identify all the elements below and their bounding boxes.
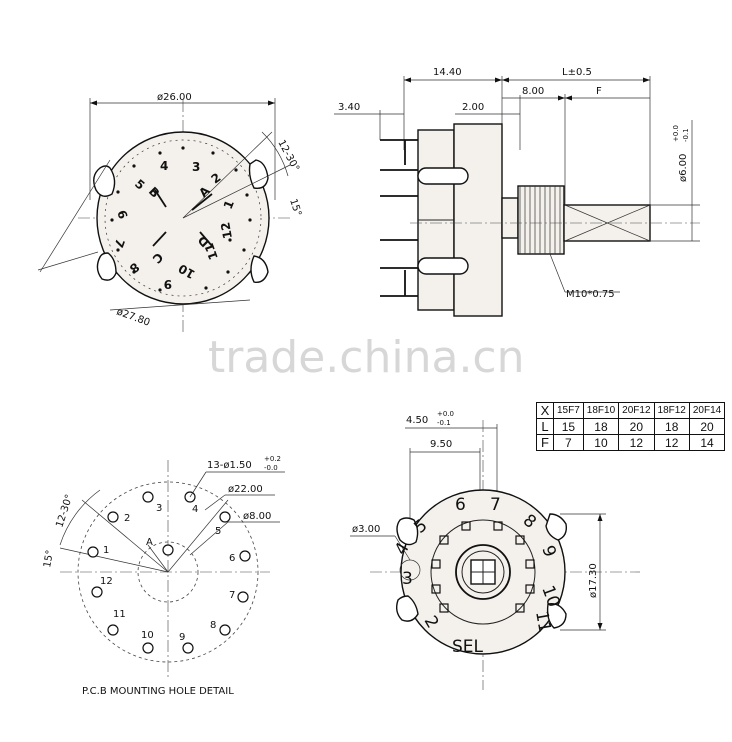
side-shaft-dia: ø6.00 <box>678 154 689 182</box>
pcb-hole-4: 4 <box>192 504 198 515</box>
side-thread-label: M10*0.75 <box>566 289 615 300</box>
front-view: ø26.00 12-30° 15° ø27.80 1 <box>37 92 303 335</box>
rear-terminal-11: 11 <box>531 609 554 634</box>
front-terminal-9: 9 <box>164 277 172 291</box>
table-cell: 15 <box>553 418 584 435</box>
front-angle-label: 12-30° <box>275 138 301 173</box>
table-cell: 18F12 <box>653 402 690 419</box>
pcb-hole-10: 10 <box>141 630 154 641</box>
table-cell: F <box>536 434 554 451</box>
side-dim-shaft: L±0.5 <box>562 67 592 78</box>
rear-view: 4.50 +0.0 -0.1 9.50 ø3.00 <box>350 410 640 690</box>
side-view: 14.40 L±0.5 3.40 2.00 8.00 F <box>334 67 700 317</box>
front-terminal-3: 3 <box>192 160 200 174</box>
rear-key-tol-bot: -0.1 <box>437 419 451 427</box>
pcb-dia22-label: ø22.00 <box>228 484 263 495</box>
side-dim-body: 14.40 <box>433 67 462 78</box>
spec-table: X 15F7 18F10 20F12 18F12 20F14 L 15 18 2… <box>536 402 726 451</box>
table-cell: 18F10 <box>582 402 620 419</box>
rear-terminal-6: 6 <box>455 495 466 515</box>
table-row: F 7 10 12 12 14 <box>536 434 726 451</box>
pcb-hole-9: 9 <box>179 632 185 643</box>
pcb-hole-8: 8 <box>210 620 216 631</box>
table-cell: 12 <box>653 434 690 451</box>
side-dim-flat: F <box>596 86 602 97</box>
rear-dim-height: ø17.30 <box>588 563 599 598</box>
pcb-hole-1: 1 <box>103 545 109 556</box>
rear-terminal-7: 7 <box>490 495 501 515</box>
side-dim-offset: 3.40 <box>338 102 360 113</box>
front-outer-diameter-label: ø27.80 <box>115 306 151 328</box>
pcb-hole-11: 11 <box>113 609 126 620</box>
side-shaft-tol-bot: -0.1 <box>682 128 690 142</box>
pcb-caption: P.C.B MOUNTING HOLE DETAIL <box>82 686 234 697</box>
pcb-holes-tol-bot: -0.0 <box>264 464 278 472</box>
side-shaft-tol-top: +0.0 <box>672 125 680 142</box>
table-cell: 10 <box>582 434 620 451</box>
pcb-hole-center: A <box>146 537 153 548</box>
pcb-view: 1 2 3 4 5 6 7 8 9 10 11 12 A 13-ø1.50 +0… <box>42 455 285 697</box>
table-cell: 20F12 <box>618 402 655 419</box>
table-cell: 18 <box>653 418 690 435</box>
rear-key-tol-top: +0.0 <box>437 410 454 418</box>
pcb-hole-12: 12 <box>100 576 113 587</box>
table-cell: 20F14 <box>688 402 726 419</box>
table-cell: 7 <box>553 434 584 451</box>
pcb-angle2-label: 15° <box>42 549 56 568</box>
table-cell: L <box>536 418 554 435</box>
front-terminal-11: 11 <box>202 241 221 261</box>
table-cell: 20 <box>618 418 655 435</box>
table-row: X 15F7 18F10 20F12 18F12 20F14 <box>536 402 726 419</box>
pcb-holes-tol-top: +0.2 <box>264 455 281 463</box>
rear-terminal-3: 3 <box>402 569 413 589</box>
table-cell: 18 <box>582 418 620 435</box>
front-terminal-4: 4 <box>160 159 168 173</box>
pcb-dia8-label: ø8.00 <box>243 511 271 522</box>
pcb-hole-labels: 1 2 3 4 5 6 7 8 9 10 11 12 A <box>100 503 235 643</box>
side-dim-thread: 8.00 <box>522 86 544 97</box>
table-row: L 15 18 20 18 20 <box>536 418 726 435</box>
rear-dim-key: 4.50 <box>406 415 428 426</box>
front-angle2-label: 15° <box>287 198 303 218</box>
pcb-hole-7: 7 <box>229 590 235 601</box>
rear-dim-hole: ø3.00 <box>352 524 380 535</box>
front-diameter-label: ø26.00 <box>157 92 192 103</box>
table-cell: X <box>536 402 554 419</box>
table-cell: 15F7 <box>553 402 584 419</box>
pcb-hole-2: 2 <box>124 513 130 524</box>
table-cell: 12 <box>618 434 655 451</box>
pcb-hole-5: 5 <box>215 526 221 537</box>
table-cell: 20 <box>688 418 726 435</box>
pcb-holes-label: 13-ø1.50 <box>207 460 252 471</box>
table-cell: 14 <box>688 434 726 451</box>
pcb-holes <box>87 491 251 654</box>
front-terminal-12: 12 <box>218 221 235 240</box>
pcb-hole-6: 6 <box>229 553 235 564</box>
rear-dim-width: 9.50 <box>430 439 452 450</box>
side-dim-flange: 2.00 <box>462 102 484 113</box>
pcb-hole-3: 3 <box>156 503 162 514</box>
rear-brand: SEL <box>452 637 484 657</box>
watermark: trade.china.cn <box>208 332 525 383</box>
pcb-angle-label: 12-30° <box>54 493 75 529</box>
